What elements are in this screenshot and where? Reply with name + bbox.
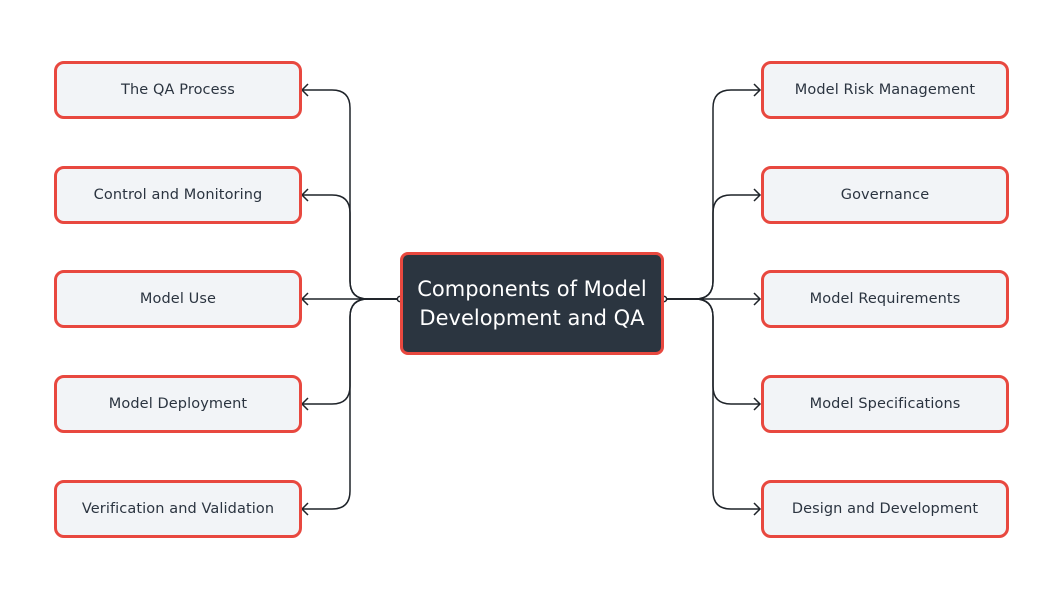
branch-label: Verification and Validation <box>81 501 275 517</box>
connector-right-1 <box>666 194 760 300</box>
branch-label: Control and Monitoring <box>93 187 263 203</box>
arrowhead-left-2 <box>300 292 309 306</box>
branch-node-model-risk-management[interactable]: Model Risk Management <box>761 61 1009 119</box>
central-topic[interactable]: Components of Model Development and QA <box>400 252 664 355</box>
arrowhead-right-2 <box>753 292 762 306</box>
central-topic-line-2: Development and QA <box>419 305 645 330</box>
branch-node-model-deployment[interactable]: Model Deployment <box>54 375 302 433</box>
branch-label: Model Risk Management <box>794 82 976 98</box>
branch-label: Model Requirements <box>809 291 961 307</box>
arrowhead-right-1 <box>753 188 762 202</box>
branch-node-the-qa-process[interactable]: The QA Process <box>54 61 302 119</box>
connector-right-4 <box>666 298 760 510</box>
arrowhead-left-4 <box>300 502 309 516</box>
branch-label: Model Deployment <box>108 396 248 412</box>
branch-label: Model Use <box>139 291 217 307</box>
arrowhead-left-3 <box>300 397 309 411</box>
branch-node-model-use[interactable]: Model Use <box>54 270 302 328</box>
branch-label: Model Specifications <box>809 396 961 412</box>
branch-node-control-and-monitoring[interactable]: Control and Monitoring <box>54 166 302 224</box>
branch-node-model-requirements[interactable]: Model Requirements <box>761 270 1009 328</box>
branch-label: Design and Development <box>791 501 979 517</box>
arrowhead-left-1 <box>300 188 309 202</box>
branch-node-design-and-development[interactable]: Design and Development <box>761 480 1009 538</box>
arrowhead-left-0 <box>300 83 309 97</box>
central-topic-line-1: Components of Model <box>417 276 647 301</box>
connector-left-1 <box>302 194 398 300</box>
branch-label: Governance <box>840 187 930 203</box>
connector-left-4 <box>302 298 398 510</box>
arrowhead-right-4 <box>753 502 762 516</box>
branch-label: The QA Process <box>121 82 235 98</box>
arrowhead-right-0 <box>753 83 762 97</box>
branch-node-verification-and-validation[interactable]: Verification and Validation <box>54 480 302 538</box>
arrowhead-right-3 <box>753 397 762 411</box>
branch-node-model-specifications[interactable]: Model Specifications <box>761 375 1009 433</box>
branch-node-governance[interactable]: Governance <box>761 166 1009 224</box>
